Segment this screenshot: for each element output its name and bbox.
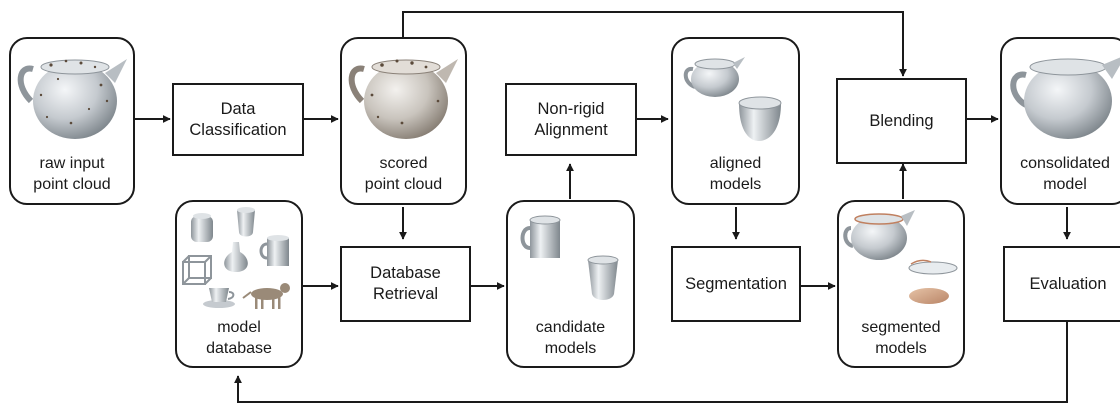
node-label: Alignment	[534, 120, 608, 139]
caption-line: model	[217, 319, 261, 336]
arrow-scored-to-blending	[402, 11, 907, 77]
candidate-caption: candidate models	[508, 317, 633, 359]
scored-point-cloud-node: scored point cloud	[340, 37, 467, 205]
candidate-models-node: candidate models	[506, 200, 635, 368]
caption-line: database	[206, 340, 272, 357]
node-label: Classification	[189, 120, 287, 139]
consolidated-model-node: consolidated model	[1000, 37, 1120, 205]
caption-line: model	[1043, 176, 1087, 193]
candidate-vase-icon	[587, 255, 619, 300]
model-database-node: model database	[175, 200, 303, 368]
node-label: Segmentation	[685, 274, 787, 293]
aligned-models-icon	[683, 57, 782, 141]
scored-caption: scored point cloud	[342, 153, 465, 195]
node-label: Database	[370, 264, 441, 282]
aligned-cup-icon	[738, 96, 782, 141]
caption-line: point cloud	[364, 176, 443, 193]
segmented-pitcher-icon	[843, 210, 915, 260]
cup-saucer-icon	[203, 288, 235, 308]
mug-icon	[259, 235, 289, 266]
database-retrieval-node: Database Retrieval	[340, 246, 471, 322]
candidate-mug-icon	[520, 215, 561, 258]
segmented-caption: segmented models	[839, 317, 963, 359]
caption-line: models	[709, 176, 762, 193]
segmented-base-icon	[909, 288, 949, 304]
database-caption: model database	[177, 317, 301, 359]
arrow-evaluation-to-database	[234, 322, 1068, 403]
raw-input-node: raw input point cloud	[9, 37, 135, 205]
caption-line: candidate	[535, 319, 606, 336]
node-label: Retrieval	[372, 285, 439, 303]
candidate-models-icon	[520, 215, 619, 300]
segmented-rim-icon	[908, 259, 958, 275]
caption-line: models	[875, 340, 927, 357]
blending-node: Blending	[836, 78, 967, 164]
node-label: Blending	[869, 111, 934, 130]
segmented-models-icon	[843, 210, 958, 304]
node-label: Data	[220, 99, 256, 118]
aligned-caption: aligned models	[673, 153, 798, 195]
scored-teapot-icon	[348, 59, 458, 139]
consolidated-caption: consolidated model	[1002, 153, 1120, 195]
caption-line: segmented	[861, 319, 941, 336]
teapot-point-cloud-icon	[17, 59, 127, 139]
consolidated-pitcher-icon	[1010, 57, 1120, 139]
jar-icon	[191, 213, 213, 242]
caption-line: point cloud	[33, 176, 111, 193]
nonrigid-alignment-node: Non-rigid Alignment	[505, 83, 637, 156]
caption-line: consolidated	[1020, 155, 1110, 172]
animal-icon	[242, 283, 290, 309]
evaluation-node: Evaluation	[1003, 246, 1120, 322]
database-objects-icon	[182, 207, 290, 309]
node-label: Non-rigid	[537, 99, 605, 118]
node-label: Evaluation	[1029, 274, 1107, 293]
raw-input-caption: raw input point cloud	[11, 153, 133, 195]
segmentation-node: Segmentation	[671, 246, 801, 322]
caption-line: scored	[379, 155, 428, 172]
data-classification-node: Data Classification	[172, 83, 304, 156]
caption-line: raw input	[39, 155, 105, 172]
caption-line: aligned	[709, 155, 762, 172]
segmented-models-node: segmented models	[837, 200, 965, 368]
bottle-icon	[224, 242, 248, 272]
vase-icon	[237, 207, 255, 237]
frame-icon	[182, 255, 212, 285]
aligned-pitcher-icon	[683, 57, 745, 97]
aligned-models-node: aligned models	[671, 37, 800, 205]
caption-line: models	[544, 340, 597, 357]
